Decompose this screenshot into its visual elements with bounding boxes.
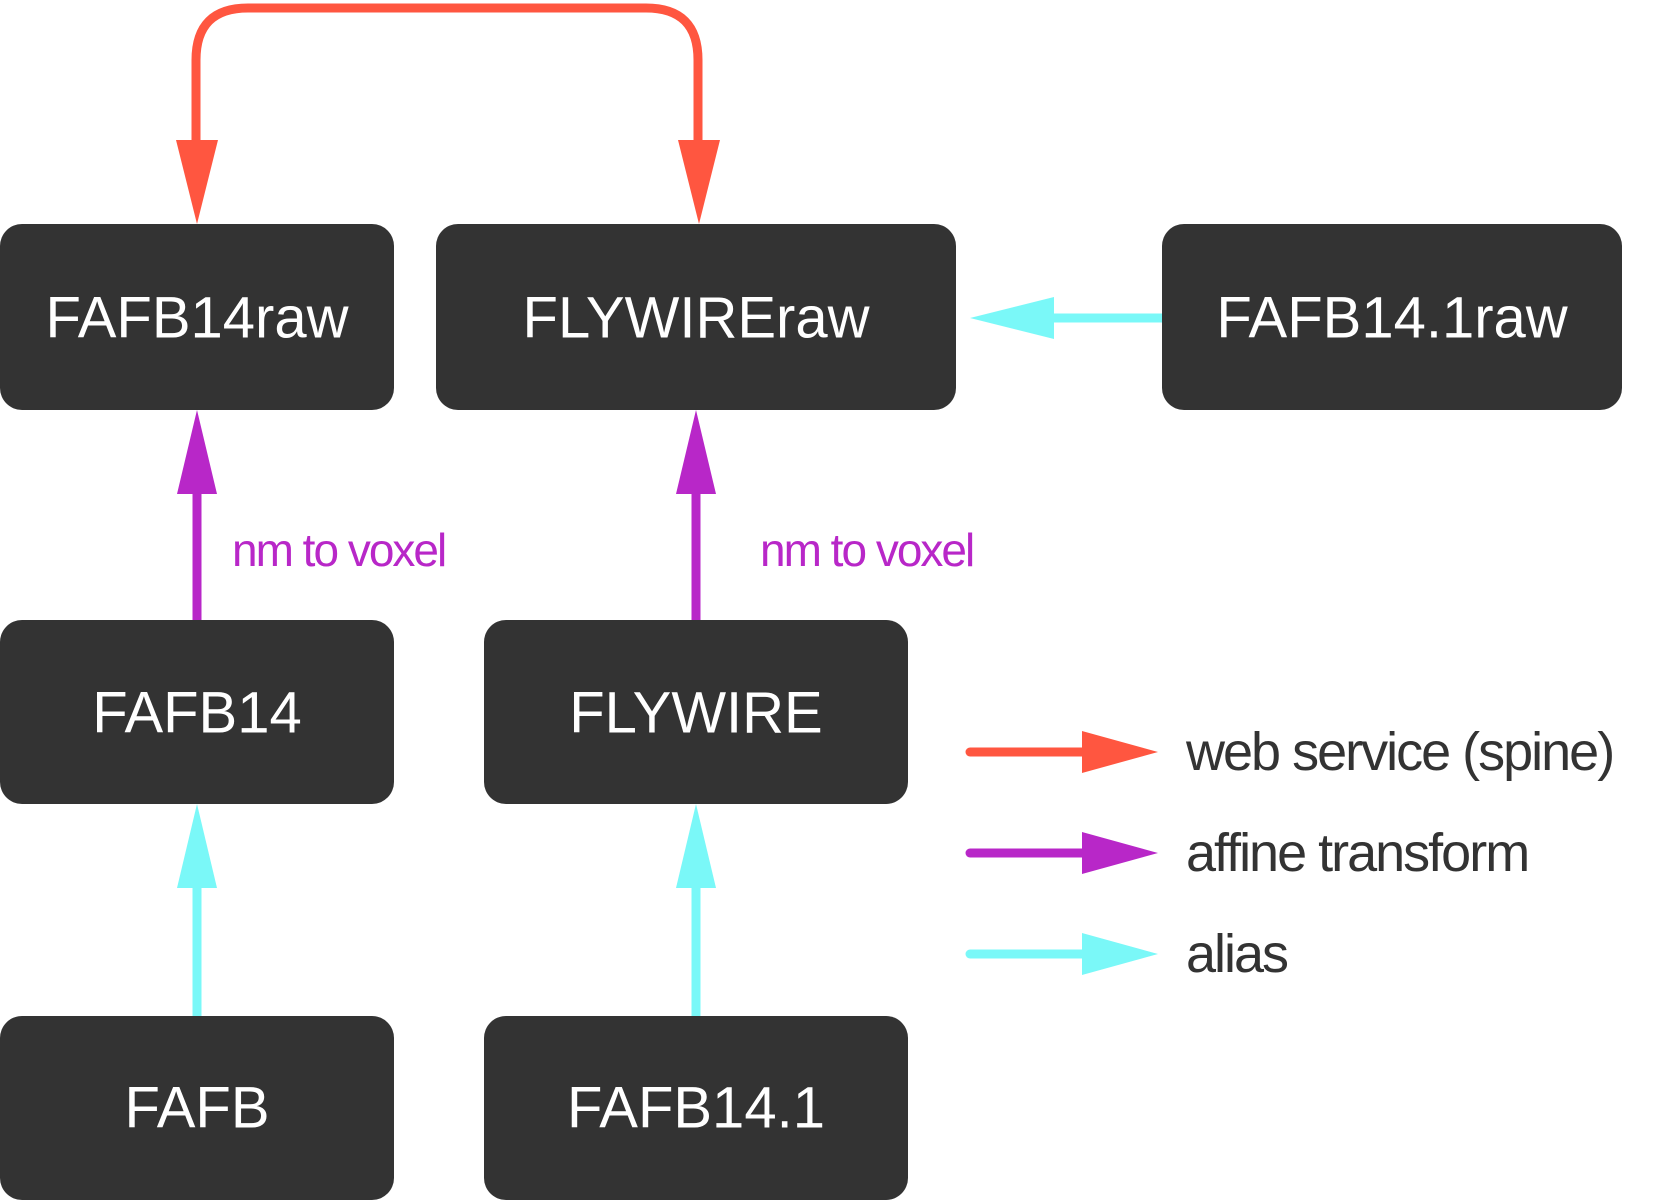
alias-edge-fafb14-1-to-flywire (676, 804, 716, 1016)
edge-label-flywire-nm-to-voxel: nm to voxel (760, 524, 973, 576)
node-label-fafb14-1raw: FAFB14.1raw (1216, 286, 1568, 351)
node-label-fafb14raw: FAFB14raw (46, 286, 350, 351)
node-flywireraw[interactable]: FLYWIREraw (436, 224, 956, 410)
node-label-fafb14-1: FAFB14.1 (567, 1076, 825, 1141)
node-fafb[interactable]: FAFB (0, 1016, 394, 1200)
legend-label-web-service: web service (spine) (1185, 722, 1613, 782)
node-fafb14-1[interactable]: FAFB14.1 (484, 1016, 908, 1200)
alias-edge-fafb-to-fafb14 (177, 804, 217, 1016)
legend-label-affine: affine transform (1186, 823, 1528, 883)
edge-label-fafb14-nm-to-voxel: nm to voxel (232, 524, 445, 576)
node-label-flywireraw: FLYWIREraw (523, 286, 871, 351)
web-service-edge (176, 3, 720, 224)
node-fafb14raw[interactable]: FAFB14raw (0, 224, 394, 410)
arrowhead-affine-flywireraw (676, 410, 716, 494)
arrowhead-alias-flywire (676, 804, 716, 888)
legend-item-alias: alias (965, 924, 1290, 984)
affine-edge-fafb14-to-fafb14raw (177, 410, 217, 620)
arrowhead-to-flywireraw (678, 140, 720, 224)
arrowhead-to-fafb14raw (176, 140, 218, 224)
legend-alias-arrowhead (1082, 933, 1158, 975)
node-fafb14[interactable]: FAFB14 (0, 620, 394, 804)
web-service-connector-line (191, 3, 703, 140)
legend-item-affine: affine transform (965, 823, 1530, 883)
legend-web-service-arrowhead (1082, 731, 1158, 773)
node-label-flywire: FLYWIRE (569, 681, 823, 746)
legend-affine-arrowhead (1082, 832, 1158, 874)
alias-edge-fafb14-1raw-to-flywireraw (970, 297, 1162, 339)
legend-item-web-service: web service (spine) (965, 722, 1615, 782)
arrowhead-alias-flywireraw (970, 297, 1054, 339)
node-flywire[interactable]: FLYWIRE (484, 620, 908, 804)
node-fafb14-1raw[interactable]: FAFB14.1raw (1162, 224, 1622, 410)
arrowhead-affine-fafb14raw (177, 410, 217, 494)
arrowhead-alias-fafb14 (177, 804, 217, 888)
affine-edge-flywire-to-flywireraw (676, 410, 716, 620)
node-label-fafb: FAFB (124, 1076, 269, 1141)
legend-label-alias: alias (1186, 924, 1288, 984)
node-label-fafb14: FAFB14 (92, 681, 302, 746)
legend: web service (spine) affine transform ali… (965, 722, 1615, 984)
